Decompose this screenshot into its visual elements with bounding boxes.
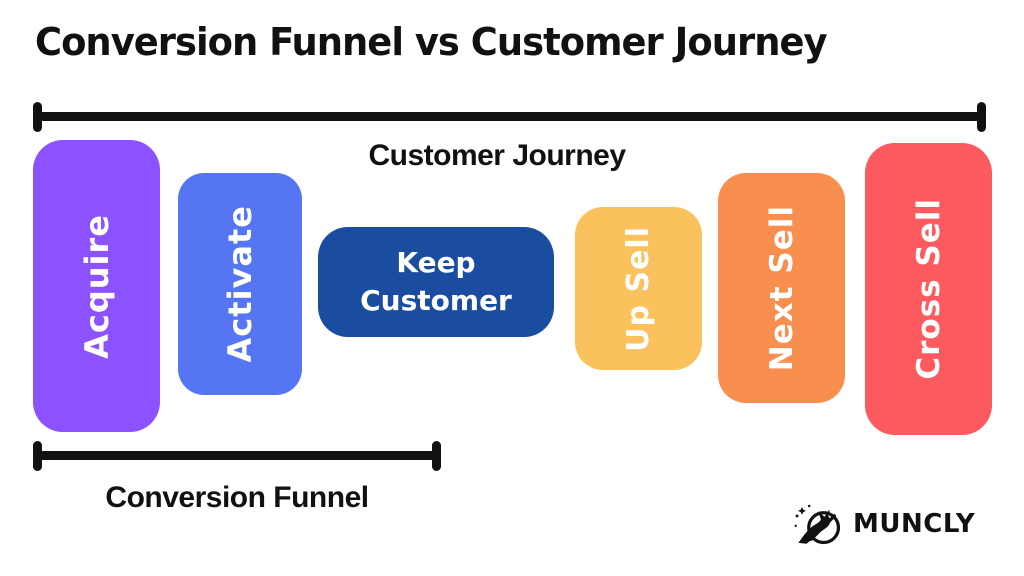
bracket-line	[36, 451, 438, 460]
brand-logo: MUNCLY	[793, 500, 975, 548]
stage-keep-customer: Keep Customer	[318, 227, 554, 337]
stage-next-sell-label: Next Sell	[763, 204, 800, 372]
conversion-funnel-label: Conversion Funnel	[105, 481, 369, 514]
stage-acquire-label: Acquire	[77, 213, 116, 359]
stage-cross-sell: Cross Sell	[865, 143, 992, 435]
bracket-right-cap	[432, 441, 441, 471]
stage-cross-sell-label: Cross Sell	[910, 198, 947, 380]
bracket-right-cap	[977, 102, 986, 132]
customer-journey-bracket	[33, 102, 986, 132]
stage-up-sell: Up Sell	[575, 207, 702, 370]
stage-next-sell: Next Sell	[718, 173, 845, 403]
stage-up-sell-label: Up Sell	[621, 225, 656, 352]
stage-activate-label: Activate	[221, 205, 259, 363]
customer-journey-label: Customer Journey	[368, 139, 626, 172]
conversion-funnel-bracket	[33, 441, 441, 471]
page-title: Conversion Funnel vs Customer Journey	[35, 20, 828, 64]
unicorn-no-sign-icon	[794, 504, 841, 545]
stage-keep-customer-label: Keep Customer	[360, 246, 512, 317]
bracket-line	[36, 112, 983, 121]
stage-activate: Activate	[178, 173, 302, 395]
stage-acquire: Acquire	[33, 140, 160, 432]
brand-logo-text: MUNCLY	[853, 509, 976, 539]
